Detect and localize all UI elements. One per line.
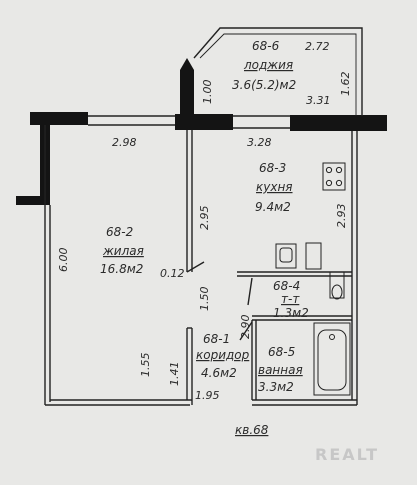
bathtub-icon <box>313 322 351 396</box>
living-name: жилая <box>102 244 144 258</box>
loggia-side-dim: 2.72 <box>305 40 330 53</box>
vent-shaft-icon <box>305 242 322 270</box>
living-id: 68-2 <box>106 225 133 239</box>
loggia-outline <box>193 27 363 116</box>
dim-loggia-depth: 1.00 <box>201 80 214 105</box>
dim-loggia-length: 3.31 <box>306 94 331 107</box>
dim-partition-small: 0.12 <box>160 267 185 280</box>
walls <box>16 58 387 205</box>
kitchen-name: кухня <box>256 180 293 194</box>
bathroom-area: 3.3м2 <box>258 380 294 394</box>
bathroom-name: ванная <box>258 363 303 377</box>
loggia-id: 68-6 <box>252 39 280 53</box>
top-wall-right-pier <box>175 114 233 130</box>
outlines <box>44 27 363 406</box>
wc-id: 68-4 <box>273 279 300 293</box>
dim-corridor-left: 1.55 <box>139 353 152 378</box>
toilet-icon <box>329 271 345 299</box>
corridor-area: 4.6м2 <box>201 366 237 380</box>
corridor-name: коридор <box>196 348 250 362</box>
dim-kitchen-length: 2.93 <box>335 204 348 229</box>
left-top-wall <box>16 112 88 205</box>
dimension-labels: 1.00 1.62 3.31 2.98 3.28 2.95 2.93 6.00 … <box>57 72 352 403</box>
room-labels: 68-6 2.72 лоджия 3.6(5.2)м2 68-3 кухня 9… <box>100 39 330 394</box>
kitchen-area: 9.4м2 <box>255 200 291 214</box>
wc-name: т-т <box>281 292 300 306</box>
stove-icon <box>322 162 346 191</box>
dim-kitchen-width: 3.28 <box>247 136 272 149</box>
kitchen-id: 68-3 <box>259 161 286 175</box>
living-area: 16.8м2 <box>100 262 143 276</box>
top-wall-pier-right <box>290 115 387 131</box>
corridor-id: 68-1 <box>203 332 230 346</box>
dim-bath-width: 2.90 <box>239 315 252 340</box>
kitchen-sink-icon <box>275 243 297 269</box>
wc-area: 1.3м2 <box>273 306 309 320</box>
apartment-label: кв.68 <box>235 423 269 437</box>
dim-door-section: 1.50 <box>198 287 211 312</box>
fixtures <box>275 162 351 396</box>
watermark-text: REALT <box>315 445 379 464</box>
loggia-name: лоджия <box>243 58 293 72</box>
dim-loggia-right: 1.62 <box>339 72 352 97</box>
dim-corridor-bottom: 1.95 <box>195 389 220 402</box>
loggia-pier <box>180 58 194 116</box>
dim-living-length: 6.00 <box>57 248 70 273</box>
dim-corridor-left2: 1.41 <box>168 362 181 387</box>
dim-partition: 2.95 <box>198 206 211 231</box>
dim-living-width: 2.98 <box>112 136 137 149</box>
bathroom-id: 68-5 <box>268 345 295 359</box>
loggia-area: 3.6(5.2)м2 <box>232 78 296 92</box>
